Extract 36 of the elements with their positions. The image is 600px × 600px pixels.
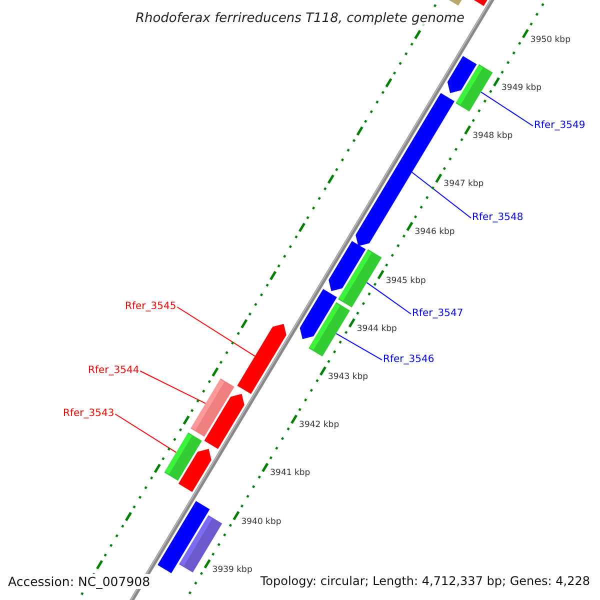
gene-label: Rfer_3547 xyxy=(412,308,464,320)
gene-feature xyxy=(308,302,350,357)
gene-feature xyxy=(448,0,462,6)
scale-label: 3939 kbp xyxy=(212,564,252,576)
accession-text: Accession: NC_007908 xyxy=(8,574,150,589)
scale-label: 3946 kbp xyxy=(414,227,455,238)
leader-line xyxy=(480,92,534,126)
gene-feature xyxy=(456,64,493,112)
gene-label: Rfer_3549 xyxy=(534,120,586,132)
scale-label: 3941 kbp xyxy=(270,468,310,479)
gene-feature xyxy=(237,324,286,394)
scale-label: 3942 kbp xyxy=(299,420,340,430)
leader-line xyxy=(140,370,206,404)
gene-label: Rfer_3543 xyxy=(63,408,114,420)
leader-line xyxy=(336,333,382,360)
gene-feature xyxy=(474,0,488,6)
gene-label: Rfer_3548 xyxy=(472,212,524,224)
scale-label: 3950 kbp xyxy=(530,34,570,45)
leader-line xyxy=(176,306,256,357)
gene-feature xyxy=(204,394,244,449)
gene-feature xyxy=(338,249,382,308)
scale-label: 3947 kbp xyxy=(444,179,484,190)
scale-label: 3940 kbp xyxy=(241,516,282,527)
leader-line xyxy=(366,282,412,314)
leader-line xyxy=(411,172,472,218)
gene-label: Rfer_3545 xyxy=(125,301,176,313)
genome-info-text: Topology: circular; Length: 4,712,337 bp; Genes: 4,228 xyxy=(260,574,590,588)
gene-label: Rfer_3544 xyxy=(88,365,140,377)
scale-label: 3945 kbp xyxy=(386,276,426,286)
leader-line xyxy=(114,414,177,453)
scale-label: 3948 kbp xyxy=(472,131,513,142)
scale-label: 3944 kbp xyxy=(356,324,397,334)
scale-label: 3943 kbp xyxy=(328,372,368,382)
gene-feature xyxy=(178,448,212,492)
gene-label: Rfer_3546 xyxy=(383,354,434,366)
scale-label: 3949 kbp xyxy=(502,82,542,94)
